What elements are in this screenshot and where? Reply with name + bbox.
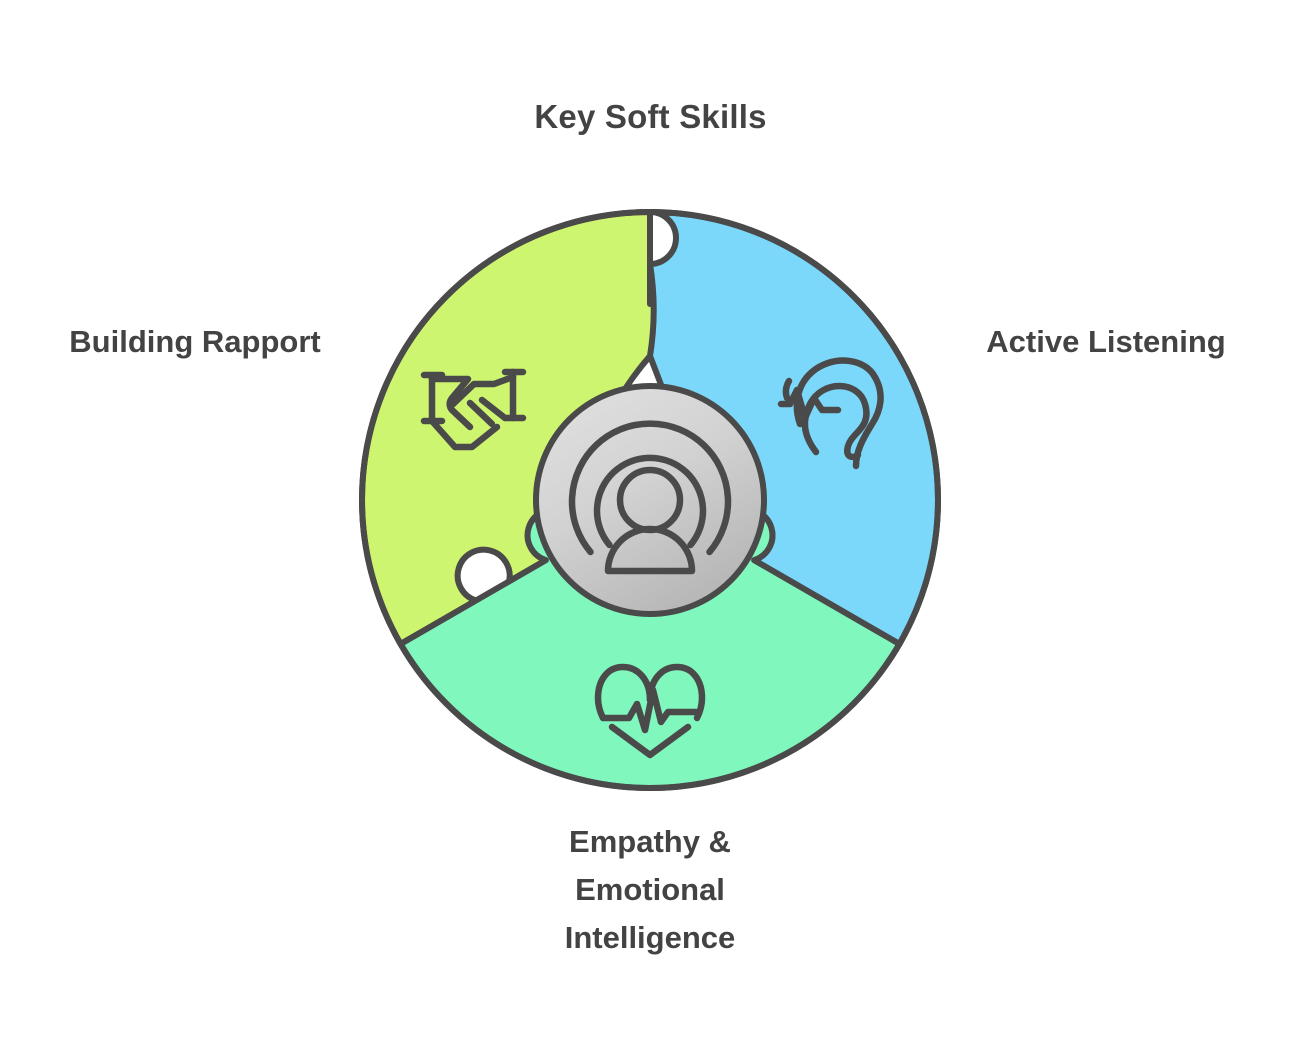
puzzle-pieces	[359, 209, 941, 791]
ear-listening-icon	[777, 357, 884, 470]
outer-circle-outline	[359, 209, 941, 791]
page-title: Key Soft Skills	[534, 98, 767, 135]
center-hub[interactable]	[533, 383, 767, 617]
segment-label-building-rapport: Building Rapport	[69, 324, 321, 359]
person-broadcast-icon	[568, 420, 732, 575]
segment-label-empathy: Empathy & Emotional Intelligence	[564, 824, 736, 956]
segment-label-active-listening: Active Listening	[986, 324, 1226, 359]
heart-pulse-icon	[594, 663, 706, 759]
handshake-icon	[420, 368, 527, 451]
